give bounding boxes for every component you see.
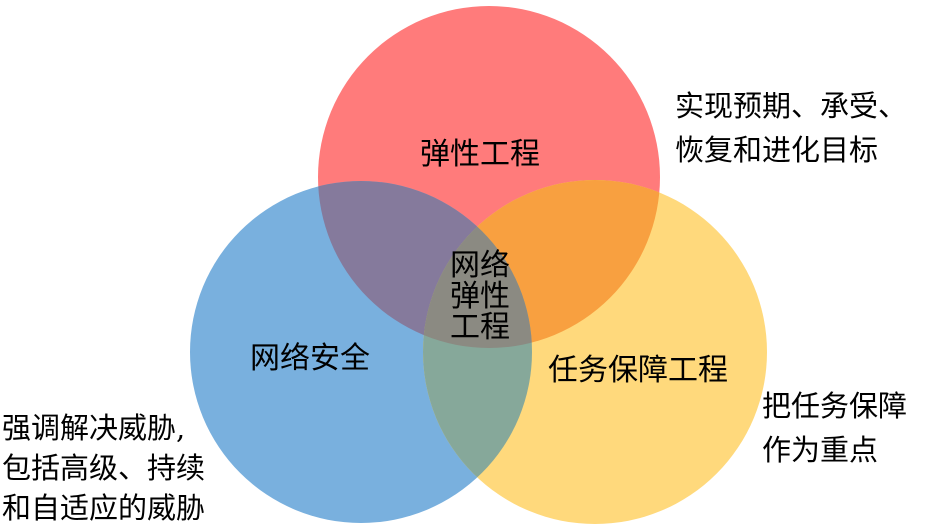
center-line: 弹性 xyxy=(450,279,510,314)
note-line: 和自适应的威胁 xyxy=(2,491,206,525)
note-line: 强调解决威胁, xyxy=(2,411,186,445)
cyber-resilience-label: 网络 弹性 工程 xyxy=(450,250,510,343)
note-line: 恢复和进化目标 xyxy=(675,133,879,167)
mission-note: 把任务保障 作为重点 xyxy=(762,384,907,472)
resilience-engineering-label: 弹性工程 xyxy=(420,137,540,172)
note-line: 把任务保障 xyxy=(762,389,908,423)
resilience-note: 实现预期、承受、 恢复和进化目标 xyxy=(675,84,907,172)
mission-assurance-label: 任务保障工程 xyxy=(548,353,728,388)
center-line: 网络 xyxy=(450,248,510,283)
resilience-mission-overlap xyxy=(423,180,660,348)
security-note: 强调解决威胁, 包括高级、持续 和自适应的威胁 xyxy=(2,408,205,528)
center-line: 工程 xyxy=(450,310,510,345)
note-line: 包括高级、持续 xyxy=(2,451,206,485)
cyber-security-label: 网络安全 xyxy=(250,341,370,376)
note-line: 作为重点 xyxy=(762,433,879,467)
note-line: 实现预期、承受、 xyxy=(675,89,908,123)
